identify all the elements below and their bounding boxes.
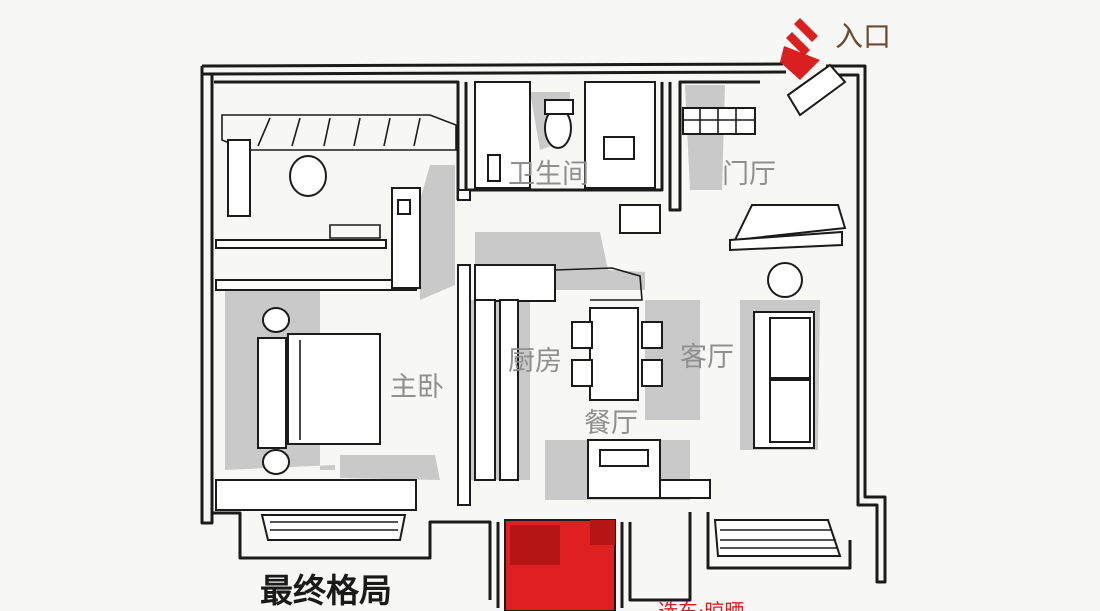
foyer-fixtures	[682, 63, 847, 298]
outer-walls	[200, 62, 887, 608]
room-label-master-bedroom: 主卧	[390, 372, 444, 403]
entrance-label: 入口	[835, 20, 891, 53]
room-label-foyer: 门厅	[722, 159, 776, 190]
dining-living-furniture	[571, 307, 815, 499]
room-label-bathroom: 卫生间	[508, 159, 589, 190]
balconies	[260, 514, 842, 611]
bedroom-furniture	[257, 307, 381, 475]
diagram-title: 最终格局	[260, 571, 392, 610]
interior-walls	[215, 189, 711, 511]
bathroom-fixtures	[474, 81, 661, 234]
room-label-dining-room: 餐厅	[584, 408, 638, 439]
utility-shelf	[221, 114, 457, 289]
room-label-kitchen: 厨房	[508, 346, 562, 377]
entry-arrow-icon	[780, 18, 820, 80]
red-annotation-caption: 选东·晾晒	[658, 599, 744, 611]
room-label-living-room: 客厅	[680, 342, 734, 373]
